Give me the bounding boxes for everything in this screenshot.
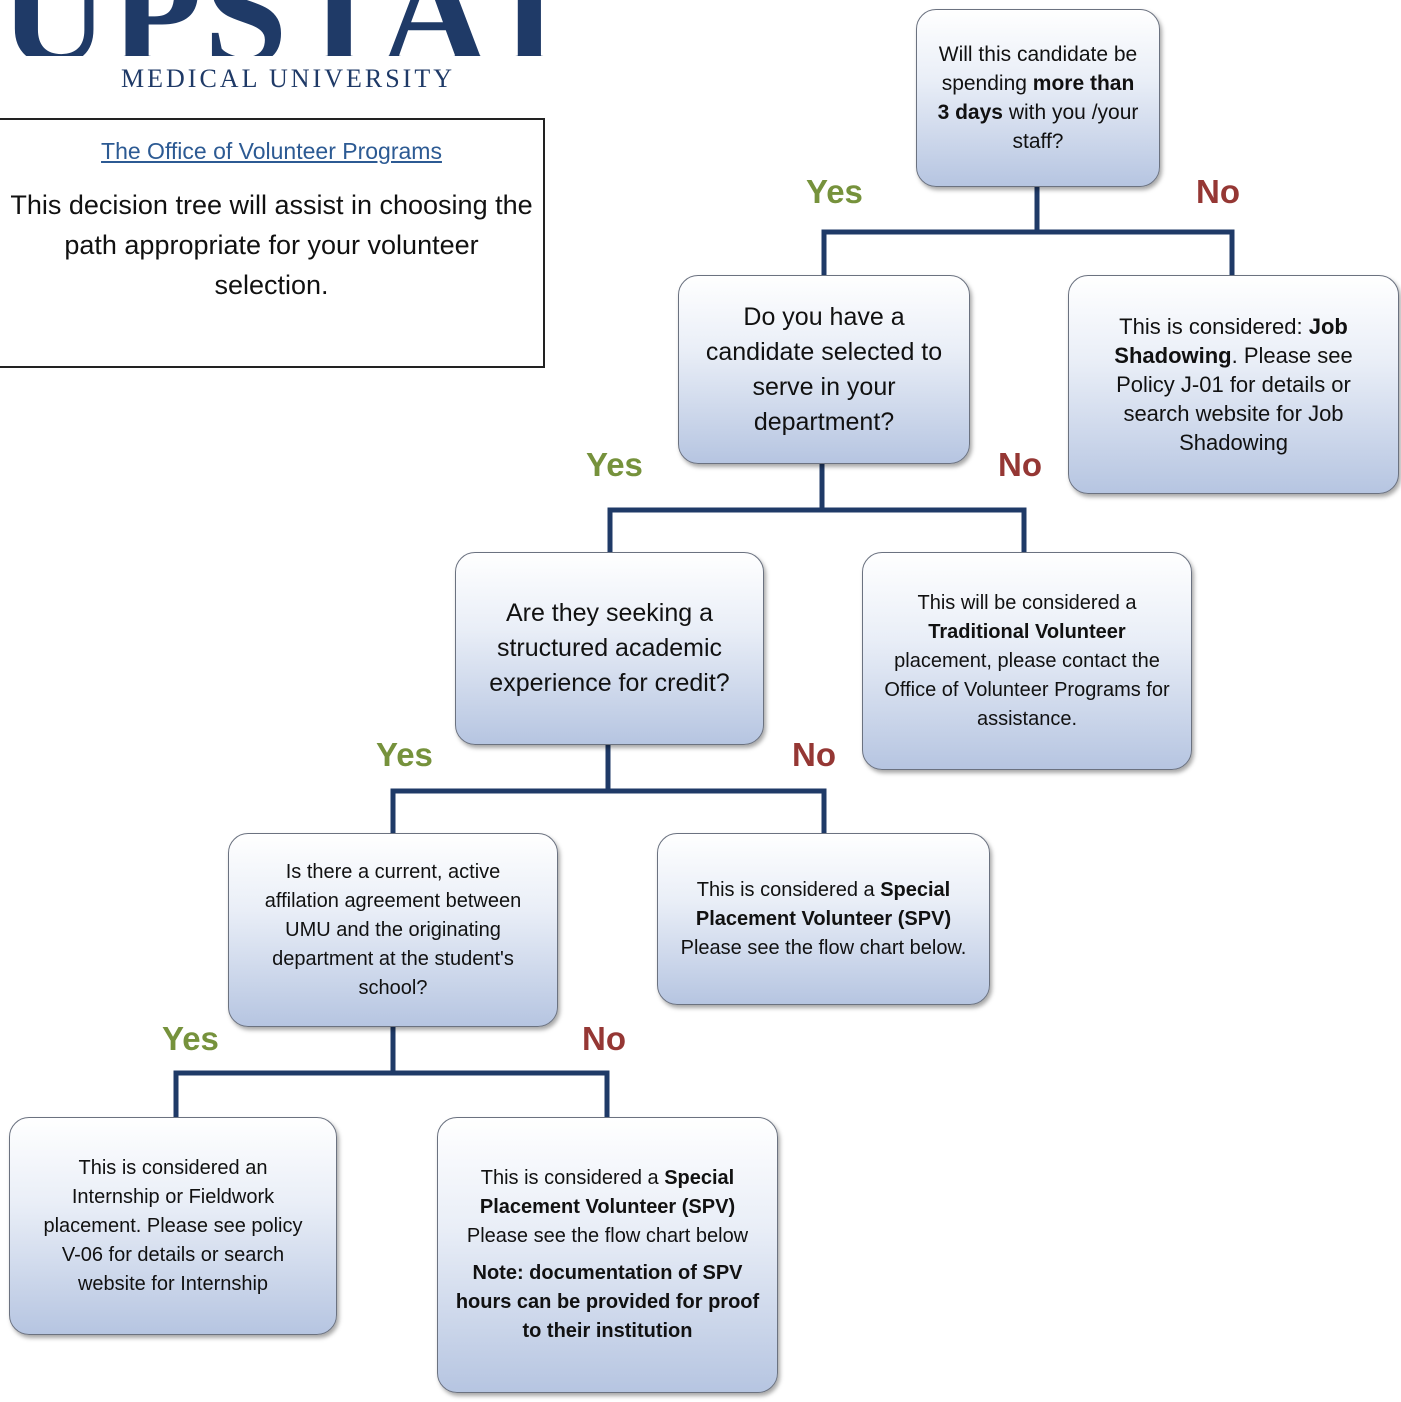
result-job-shadowing: This is considered: Job Shadowing. Pleas… — [1068, 275, 1399, 494]
question-candidate-selected: Do you have a candidate selected to serv… — [678, 275, 970, 464]
spv2-note: Note: documentation of SPV hours can be … — [455, 1262, 760, 1342]
connector-q4 — [173, 1024, 610, 1120]
spv2-bold: Special Placement Volunteer (SPV) — [479, 1167, 736, 1218]
job-post: . Please see Policy J-01 for details or … — [1116, 343, 1353, 455]
label-yes-4: Yes — [162, 1020, 219, 1057]
spv2-pre: This is considered a — [480, 1167, 665, 1189]
result-internship: This is considered an Internship or Fiel… — [9, 1117, 337, 1335]
q1-pre: Will this candidate be spending — [938, 43, 1138, 95]
spv2-post: Please see the flow chart below — [466, 1225, 749, 1247]
result-spv-no-agreement: This is considered a Special Placement V… — [437, 1117, 778, 1393]
result-spv-no-credit: This is considered a Special Placement V… — [657, 833, 990, 1005]
job-bold: Job Shadowing — [1114, 314, 1348, 368]
intern-text: This is considered an Internship or Fiel… — [43, 1156, 303, 1295]
label-no-2: No — [998, 446, 1042, 483]
logo-subtitle: MEDICAL UNIVERSITY — [121, 64, 455, 93]
trad-bold: Traditional Volunteer — [928, 620, 1126, 643]
label-no-3: No — [792, 736, 836, 773]
q3-text: Are they seeking a structured academic e… — [489, 599, 730, 697]
spv1-pre: This is considered a — [696, 878, 881, 901]
connector-q3 — [390, 742, 827, 836]
trad-post: placement, please contact the Office of … — [884, 649, 1170, 730]
question-more-than-3-days: Will this candidate be spending more tha… — [916, 9, 1160, 187]
label-yes-3: Yes — [376, 736, 433, 773]
spv1-post: Please see the flow chart below. — [680, 936, 967, 959]
label-yes-2: Yes — [586, 446, 643, 483]
trad-pre: This will be considered a — [917, 591, 1137, 614]
spv1-bold: Special Placement Volunteer (SPV) — [695, 878, 952, 930]
logo-wordmark: UPSTATE — [0, 0, 560, 56]
q1-post: with you /your staff? — [1002, 101, 1139, 153]
connector-q2 — [607, 460, 1027, 555]
office-link[interactable]: The Office of Volunteer Programs — [101, 138, 442, 164]
label-yes-1: Yes — [806, 173, 863, 210]
q4-text: Is there a current, active affilation ag… — [264, 860, 522, 999]
job-pre: This is considered: — [1119, 314, 1309, 339]
q2-text: Do you have a candidate selected to serv… — [705, 302, 943, 436]
q1-bold: more than 3 days — [937, 72, 1135, 124]
label-no-1: No — [1196, 173, 1240, 210]
question-academic-credit: Are they seeking a structured academic e… — [455, 552, 764, 745]
label-no-4: No — [582, 1020, 626, 1057]
question-affiliation-agreement: Is there a current, active affilation ag… — [228, 833, 558, 1027]
intro-text: This decision tree will assist in choosi… — [10, 190, 533, 300]
intro-panel: The Office of Volunteer Programs This de… — [0, 118, 545, 368]
result-traditional-volunteer: This will be considered a Traditional Vo… — [862, 552, 1192, 770]
connector-q1 — [821, 185, 1235, 278]
